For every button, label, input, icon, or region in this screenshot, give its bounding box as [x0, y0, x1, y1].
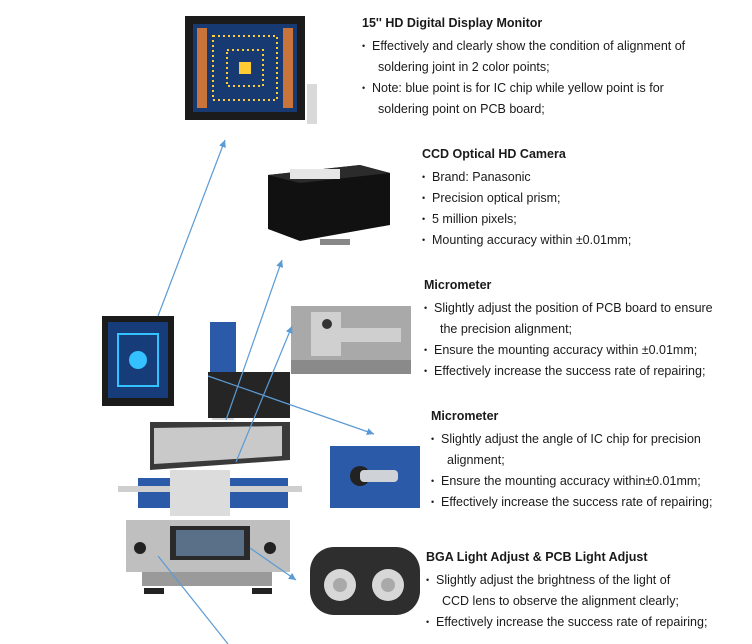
arrow-micrometer-ic — [207, 375, 375, 436]
feature-bullet: Slightly adjust the position of PCB boar… — [424, 298, 744, 340]
feature-title: Micrometer — [431, 409, 499, 423]
feature-title: 15'' HD Digital Display Monitor — [362, 16, 543, 30]
feature-bullet: Effectively increase the success rate of… — [426, 612, 736, 633]
feature-bullet: Mounting accuracy within ±0.01mm; — [422, 230, 722, 251]
arrow-micrometer-pcb — [235, 325, 293, 463]
feature-micrometer-pcb: Micrometer Slightly adjust the position … — [424, 278, 744, 382]
ccd-camera-photo — [268, 165, 390, 245]
feature-title: Micrometer — [424, 278, 492, 292]
feature-camera: CCD Optical HD Camera Brand: Panasonic P… — [422, 147, 722, 251]
feature-bullet: Slightly adjust the angle of IC chip for… — [431, 429, 741, 471]
feature-light-adjust: BGA Light Adjust & PCB Light Adjust Slig… — [426, 550, 736, 633]
feature-title: BGA Light Adjust & PCB Light Adjust — [426, 550, 648, 564]
feature-bullet: Brand: Panasonic — [422, 167, 722, 188]
light-knobs-photo — [310, 547, 420, 615]
feature-bullet: Ensure the mounting accuracy within ±0.0… — [424, 340, 744, 361]
feature-monitor: 15'' HD Digital Display Monitor Effectiv… — [362, 16, 697, 120]
monitor-photo — [185, 16, 317, 124]
feature-micrometer-ic: Micrometer Slightly adjust the angle of … — [431, 409, 741, 513]
feature-title: CCD Optical HD Camera — [422, 147, 566, 161]
arrow-camera — [225, 259, 284, 421]
feature-bullet: Effectively increase the success rate of… — [424, 361, 744, 382]
feature-bullet: Slightly adjust the brightness of the li… — [426, 570, 736, 612]
feature-bullet: Effectively increase the success rate of… — [431, 492, 741, 513]
rework-station-photo — [102, 316, 302, 594]
feature-bullet: Ensure the mounting accuracy within±0.01… — [431, 471, 741, 492]
arrow-bottom — [157, 555, 229, 644]
feature-bullet: Note: blue point is for IC chip while ye… — [362, 78, 697, 120]
arrow-light-adjust — [249, 547, 297, 581]
feature-bullet: Precision optical prism; — [422, 188, 722, 209]
micrometer-pcb-photo — [291, 306, 411, 374]
arrow-monitor — [157, 139, 226, 317]
feature-bullet: Effectively and clearly show the conditi… — [362, 36, 697, 78]
micrometer-ic-photo — [330, 446, 420, 508]
feature-bullet: 5 million pixels; — [422, 209, 722, 230]
